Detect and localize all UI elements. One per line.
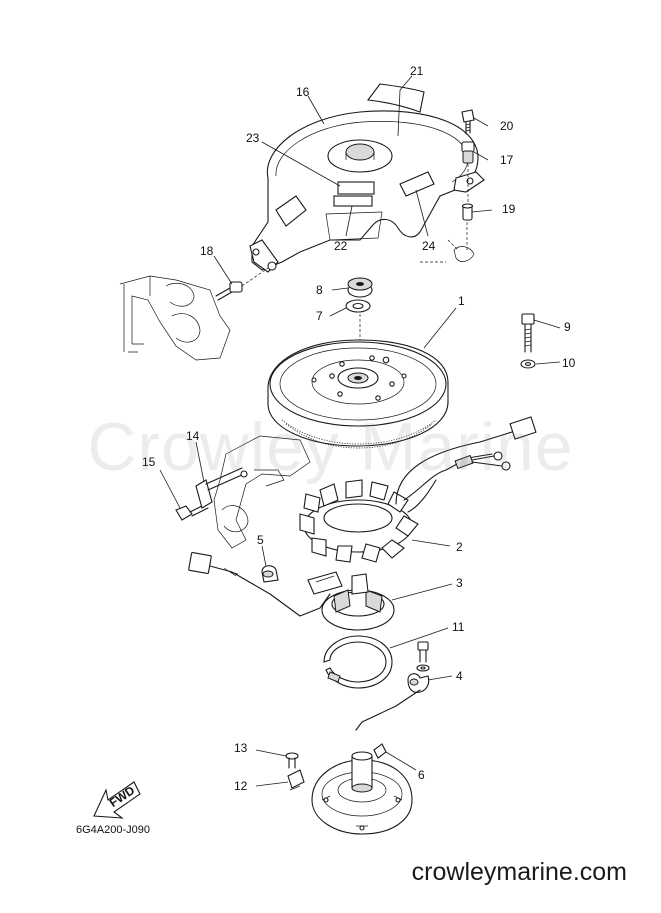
pulser-wire <box>188 552 331 617</box>
collar-19 <box>461 203 474 221</box>
clamp-4 <box>407 673 430 693</box>
callout-1: 1 <box>458 294 465 308</box>
callout-20: 20 <box>500 119 514 133</box>
bracket-phantom-upper <box>119 275 231 361</box>
clamp-5 <box>261 565 279 583</box>
pulser-coil <box>307 571 395 631</box>
callout-14: 14 <box>186 429 200 443</box>
callout-23: 23 <box>246 131 260 145</box>
callout-3: 3 <box>456 576 463 590</box>
callout-15: 15 <box>142 455 156 469</box>
label-24-sticker <box>399 171 435 197</box>
label-23-sticker <box>337 181 375 195</box>
fwd-arrow: FWD <box>93 781 141 819</box>
stator-assembly <box>299 416 537 563</box>
reference-code: 6G4A200-J090 <box>76 824 150 836</box>
grommet-17 <box>461 141 475 164</box>
site-url[interactable]: crowleymarine.com <box>411 858 627 886</box>
label-21-sticker <box>366 83 425 113</box>
callout-17: 17 <box>500 153 514 167</box>
callout-18: 18 <box>200 244 214 258</box>
callout-21: 21 <box>410 64 424 78</box>
callout-numbers: 21 16 20 23 17 19 22 24 18 8 1 7 9 10 14… <box>142 64 576 793</box>
bolt-20 <box>461 109 475 135</box>
callout-16: 16 <box>296 85 310 99</box>
bracket-14 <box>195 467 248 509</box>
bracket-phantom-middle <box>213 435 311 549</box>
flywheel <box>267 339 449 449</box>
washer-10 <box>520 359 536 369</box>
plug-6 <box>373 743 387 759</box>
bolt-4-assembly <box>416 641 430 672</box>
bolt-9 <box>521 313 535 353</box>
leader-lines <box>159 75 561 787</box>
callout-9: 9 <box>564 320 571 334</box>
callout-7: 7 <box>316 309 323 323</box>
bolt-15 <box>175 503 209 521</box>
callout-13: 13 <box>234 741 248 755</box>
callout-6: 6 <box>418 768 425 782</box>
washer-7 <box>345 299 371 313</box>
callout-2: 2 <box>456 540 463 554</box>
callout-10: 10 <box>562 356 576 370</box>
bolt-18 <box>215 281 243 301</box>
clip-12 <box>287 769 305 791</box>
callout-8: 8 <box>316 283 323 297</box>
magneto-base <box>311 751 413 835</box>
callout-19: 19 <box>502 202 516 216</box>
retaining-ring-11 <box>323 635 393 689</box>
label-22-sticker <box>333 195 373 207</box>
callout-24: 24 <box>422 239 436 253</box>
callout-4: 4 <box>456 669 463 683</box>
callout-5: 5 <box>257 533 264 547</box>
callout-22: 22 <box>334 239 348 253</box>
screw-13 <box>285 752 299 769</box>
callout-12: 12 <box>234 779 248 793</box>
nut-8 <box>347 277 373 298</box>
callout-11: 11 <box>452 620 465 634</box>
